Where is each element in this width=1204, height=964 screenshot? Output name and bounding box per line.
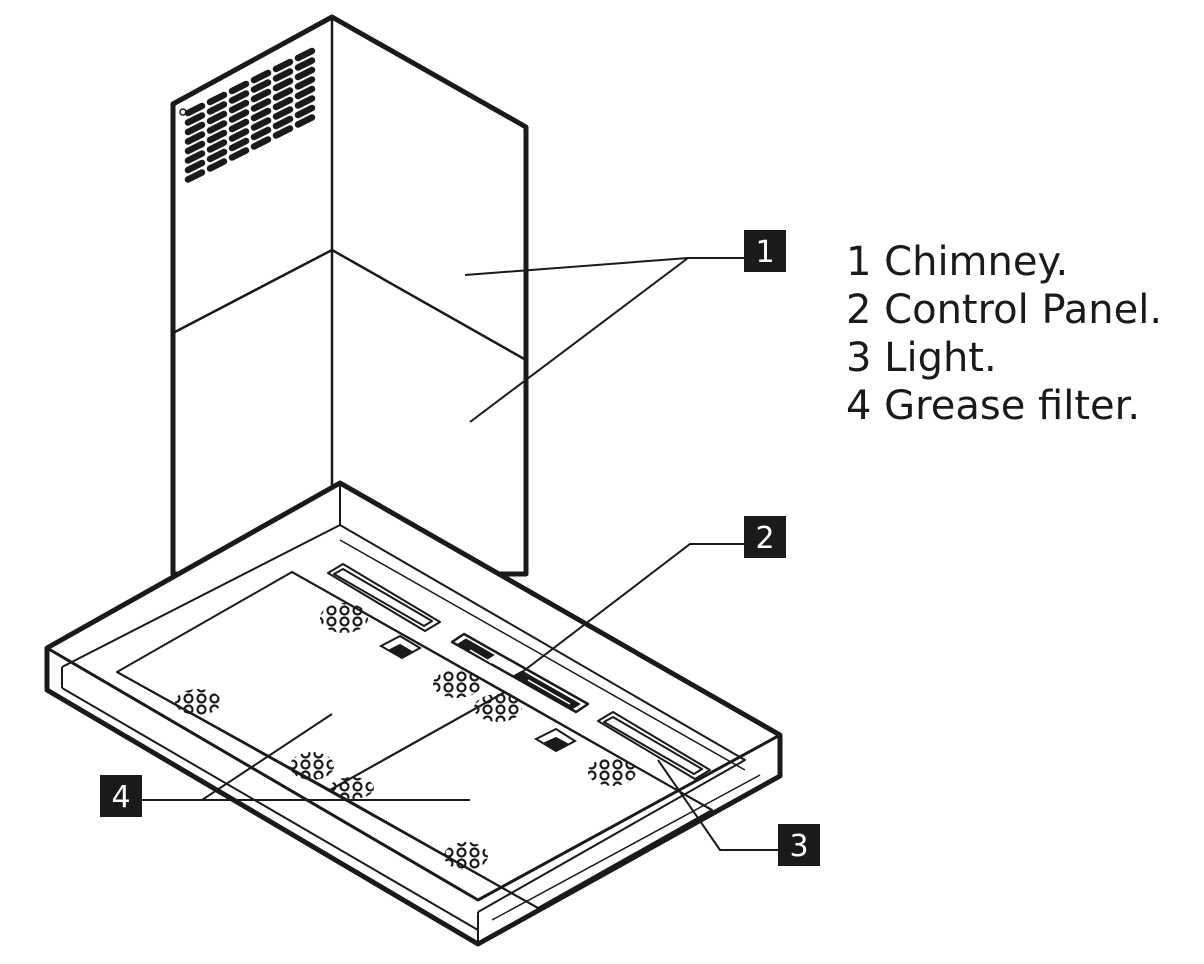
callout-number: 4: [111, 780, 130, 815]
vent-slot: [250, 126, 272, 141]
callout-4: 4: [100, 775, 142, 817]
legend-item-grease-filter: 4 Grease filter.: [846, 383, 1141, 429]
vent-slot: [206, 91, 228, 106]
chimney: [170, 14, 529, 577]
legend-item-control-panel: 2 Control Panel.: [846, 287, 1163, 333]
vent-slot: [272, 115, 294, 130]
vent-slot: [206, 101, 228, 115]
vent-slot: [272, 68, 294, 82]
vent-slot: [228, 128, 250, 142]
callout-box: [744, 516, 786, 558]
vent-slot: [184, 131, 206, 145]
callout-3: 3: [778, 824, 820, 866]
vent-slot: [250, 98, 272, 112]
leader-lines: [142, 257, 778, 851]
vent-slot: [250, 117, 272, 131]
vent-slot: [228, 80, 250, 95]
legend-item-light: 3 Light.: [846, 335, 997, 381]
vent-slot: [294, 95, 316, 109]
vent-slot: [250, 107, 272, 122]
vent-slot: [206, 110, 228, 125]
parts-legend: 1 Chimney. 2 Control Panel. 3 Light. 4 G…: [846, 238, 1162, 430]
vent-slot: [272, 96, 294, 111]
vent-slot: [184, 169, 206, 183]
vent-slot: [206, 129, 228, 144]
vent-slot: [250, 69, 272, 84]
vent-slot: [184, 102, 206, 117]
vent-slot: [294, 66, 316, 81]
vent-slot: [294, 76, 316, 90]
callout-number: 3: [789, 829, 808, 864]
control-panel: [450, 632, 590, 714]
light-strips: [327, 563, 711, 780]
vent-slot: [294, 85, 316, 100]
vent-slot: [206, 148, 228, 163]
vent-slot: [228, 109, 250, 123]
vent-slot: [250, 136, 272, 150]
vent-slot: [228, 99, 250, 114]
vent-slot: [250, 88, 272, 103]
vent-slot: [228, 118, 250, 133]
vent-slot: [294, 57, 316, 71]
vent-slot: [184, 150, 206, 164]
vent-slot: [272, 58, 294, 73]
callout-1: 1: [744, 230, 786, 272]
callout-number: 1: [755, 235, 774, 270]
vent-slot: [272, 87, 294, 101]
vent-slot: [184, 112, 206, 126]
vent-slot: [272, 125, 294, 139]
vent-slot: [250, 79, 272, 93]
vent-slot: [206, 120, 228, 134]
vent-slot: [272, 77, 294, 92]
vent-slot: [294, 114, 316, 128]
vent-slot: [206, 139, 228, 153]
legend-item-chimney: 1 Chimney.: [846, 239, 1069, 285]
callout-number: 2: [755, 521, 774, 556]
vent-slot: [228, 90, 250, 104]
vent-slot: [184, 140, 206, 155]
callout-box: [778, 824, 820, 866]
vent-slot: [294, 104, 316, 119]
vent-slot: [184, 121, 206, 136]
vent-slot: [228, 137, 250, 152]
callout-box: [100, 775, 142, 817]
vent-slot: [294, 47, 316, 62]
vent-slot: [272, 106, 294, 120]
filter-mesh-patches: [175, 603, 636, 870]
vent-slot: [228, 147, 250, 161]
vent-slot: [184, 159, 206, 174]
callout-2: 2: [744, 516, 786, 558]
callout-box: [744, 230, 786, 272]
vent-slot: [206, 158, 228, 172]
hood-body: [44, 480, 783, 947]
filter-handles: [378, 634, 577, 753]
chimney-vent-slots: [179, 47, 316, 183]
